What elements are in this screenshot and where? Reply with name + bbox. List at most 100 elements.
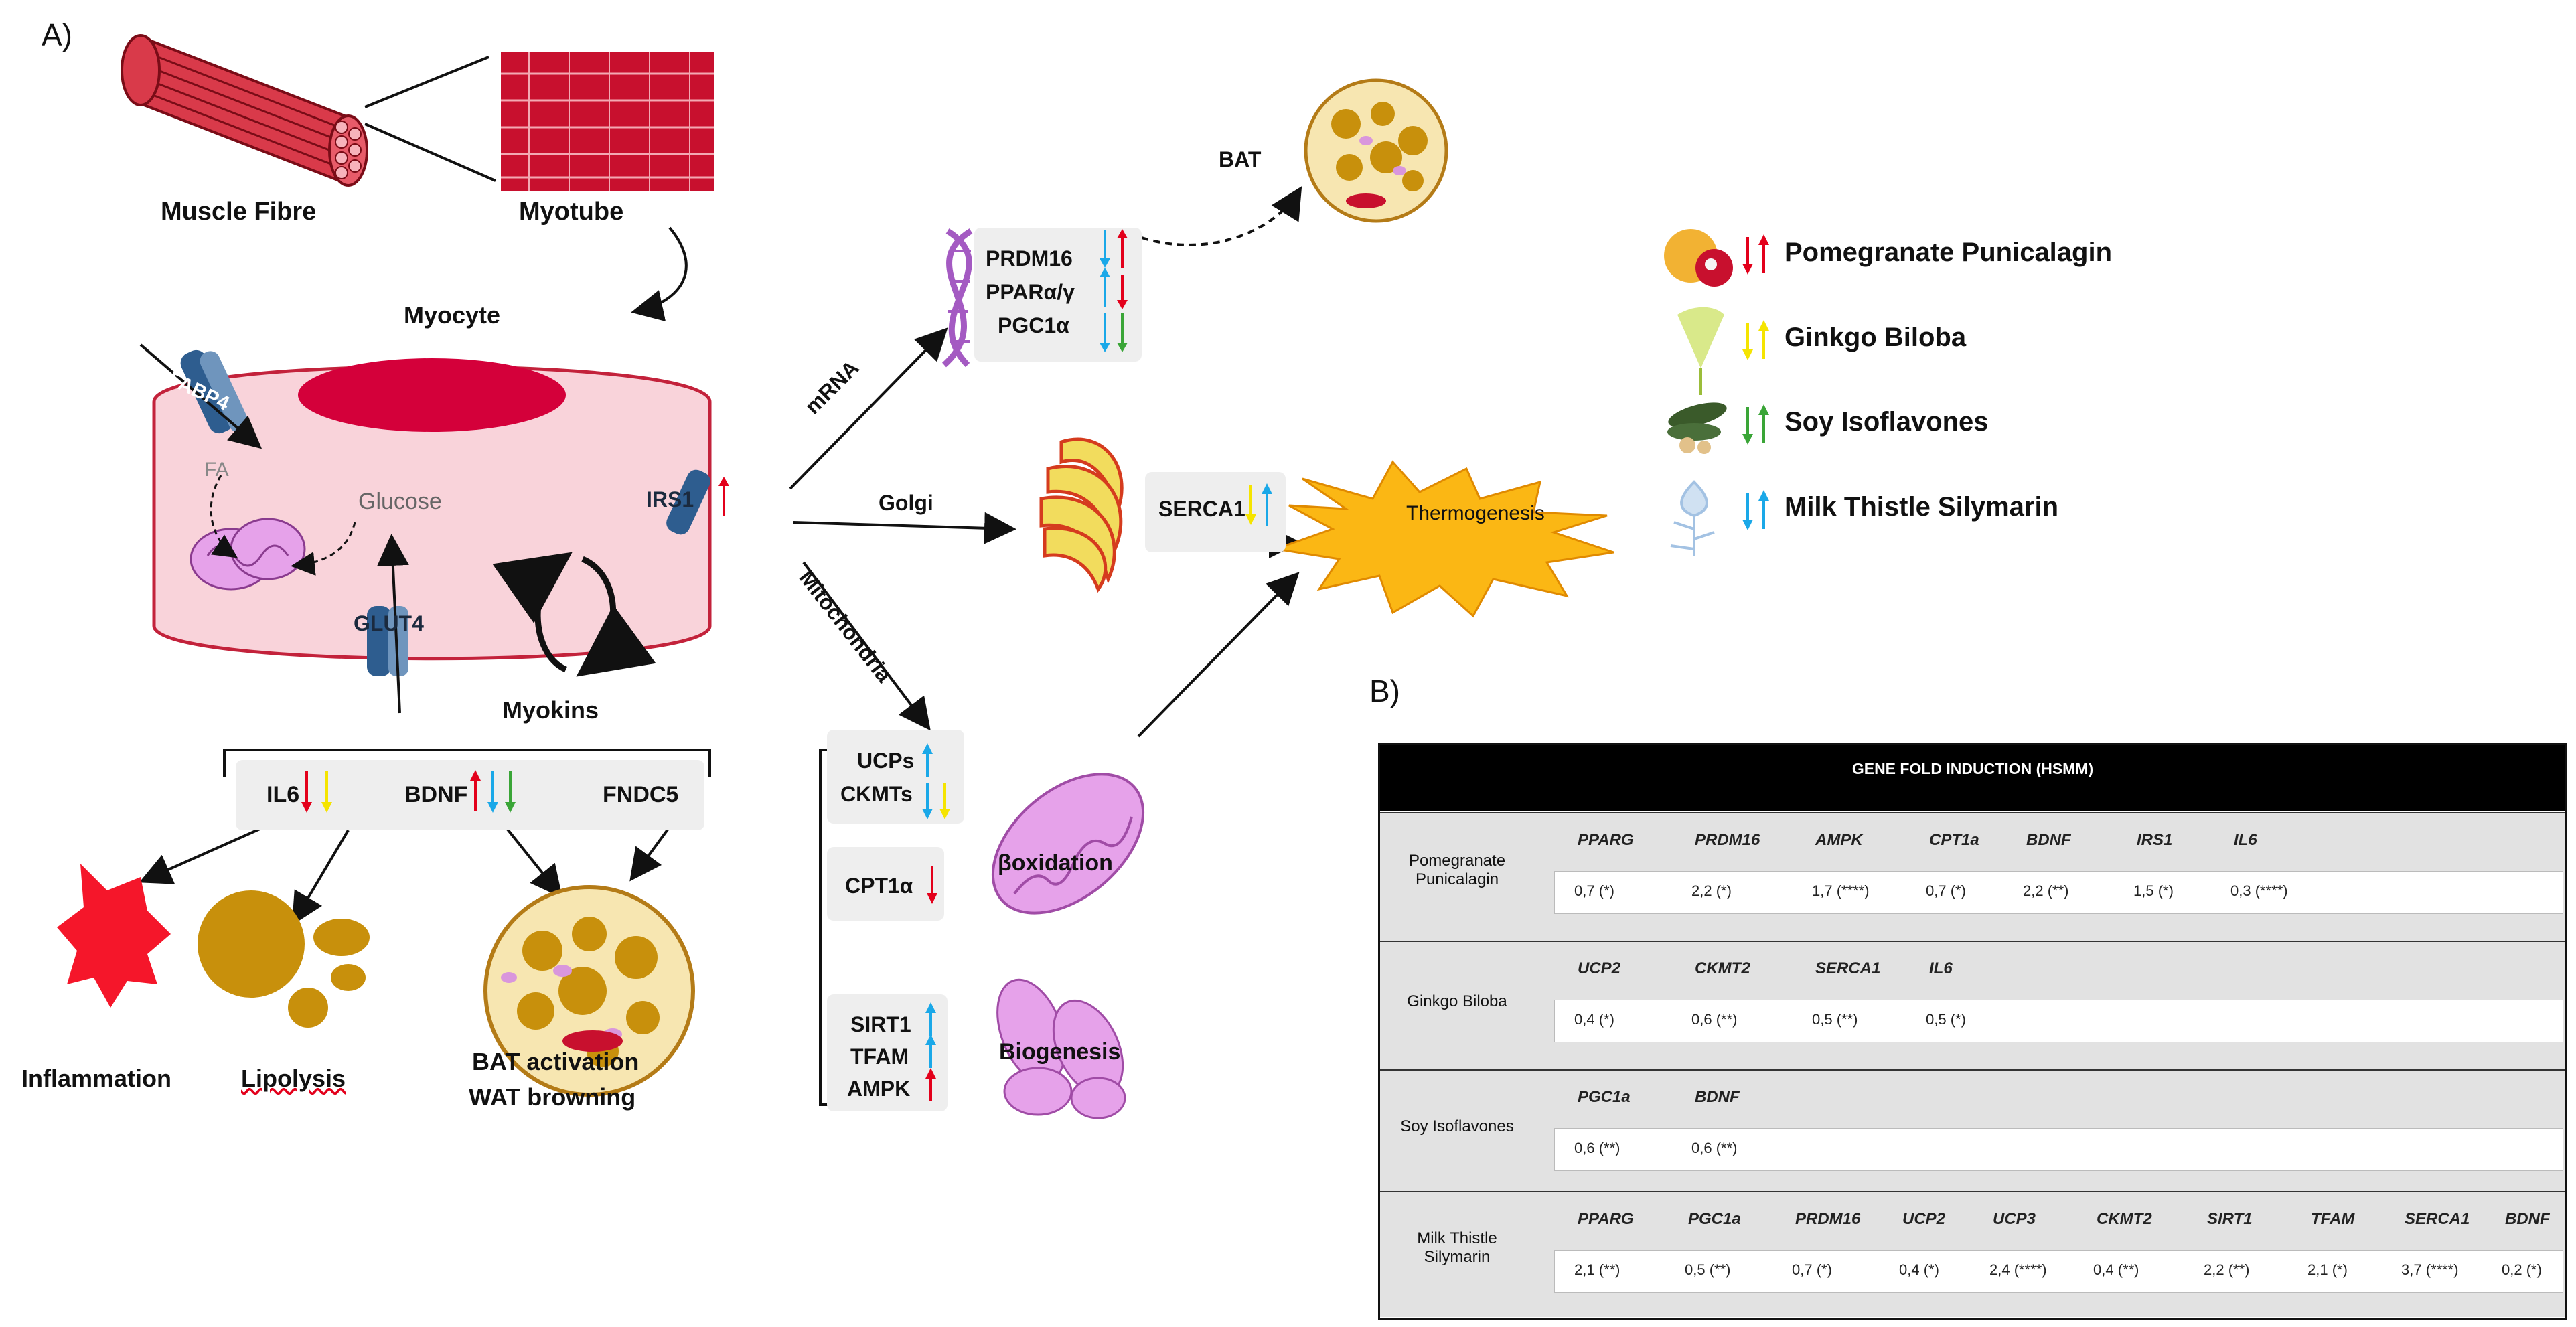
gene-label: BDNF [1695,1088,1740,1106]
fold-value: 2,1 (*) [2307,1261,2348,1278]
myokins-label: Myokins [502,696,599,724]
cpt1a-label: CPT1α [845,874,913,898]
ckmts-label: CKMTs [840,782,913,806]
extract-name-line: Ginkgo Biloba [1407,992,1507,1010]
irs1-label: IRS1 [646,487,694,512]
panel-a-label: A) [42,17,72,52]
serca1-label: SERCA1 [1158,497,1245,521]
fold-value: 0,5 (**) [1685,1261,1731,1278]
inflammation-label: Inflammation [21,1065,172,1092]
extract-name-line: Pomegranate [1408,852,1506,870]
sirt-tfam-ampk-box [827,994,948,1111]
fold-value: 0,3 (****) [2230,882,2288,899]
sirt1-label: SIRT1 [850,1012,911,1036]
boxidation-label: βoxidation [998,850,1113,876]
mrna-gene-arrows [1100,229,1128,352]
table-title: GENE FOLD INDUCTION (HSMM) [1380,745,2565,811]
cpt1a-box [827,847,944,921]
gene-label: PRDM16 [1795,1210,1861,1228]
fold-value: 0,7 (*) [1574,882,1614,899]
biogenesis-icon [996,978,1126,1119]
bat-label: BAT [1219,147,1262,171]
milk-thistle-icon [1670,480,1715,556]
ucp-ckmt-box [827,730,964,824]
mitochondria-cluster [190,518,306,591]
gene-label: PRDM16 [1695,831,1760,849]
fndc5-label: FNDC5 [603,782,679,807]
fold-value: 1,5 (*) [2133,882,2174,899]
legend-milk-thistle: Milk Thistle Silymarin [1785,492,2059,522]
muscle-fibre-illustration [121,34,368,187]
fold-value: 0,7 (*) [1926,882,1966,899]
value-row [1554,1000,2563,1042]
ampk-label: AMPK [847,1077,911,1101]
extract-name-line: Soy Isoflavones [1400,1117,1514,1136]
lipolysis-label: Lipolysis [241,1065,346,1092]
inflammation-icon [57,864,171,1008]
gene-label: UCP2 [1578,959,1621,978]
muscle-fibre-label: Muscle Fibre [161,198,317,226]
gene-label: PGC1a [1578,1088,1631,1106]
serca1-box [1145,472,1286,552]
gene-label: SERCA1 [2405,1210,2470,1228]
panel-b-label: B) [1369,674,1400,708]
value-row [1554,1128,2563,1171]
thermogenesis-burst [1275,460,1614,618]
biogenesis-label: Biogenesis [999,1039,1121,1065]
soy-icon [1667,402,1727,454]
pomegranate-icon [1664,229,1733,287]
golgi-icon [1039,437,1124,593]
extract-name: Soy Isoflavones [1380,1117,1534,1136]
gene-label: CPT1a [1929,831,1979,849]
irs1-arrow-up-pomegranate [718,477,729,516]
gene-label: UCP2 [1902,1210,1946,1228]
fold-value: 0,5 (**) [1812,1011,1858,1028]
transporter-irs1 [666,469,710,535]
fold-value: 2,2 (*) [1691,882,1732,899]
mitochondrion-icon [991,773,1145,915]
serca1-arrows [1245,483,1272,526]
myocyte-label: Myocyte [404,301,501,329]
gene-label: CKMT2 [1695,959,1750,978]
ucps-label: UCPs [857,749,915,773]
thermogenesis-label: Thermogenesis [1406,502,1545,524]
fold-value: 2,2 (**) [2204,1261,2250,1278]
extract-name-line: Silymarin [1424,1248,1491,1266]
tfam-label: TFAM [850,1044,909,1069]
glut4-label: GLUT4 [354,611,424,635]
legend-ginkgo: Ginkgo Biloba [1785,323,1967,352]
legend-soy: Soy Isoflavones [1785,407,1989,437]
gene-label: SIRT1 [2207,1210,2253,1228]
gene-label: BDNF [2505,1210,2550,1228]
gene-label: BDNF [2026,831,2071,849]
fold-value: 0,7 (*) [1792,1261,1832,1278]
gene-label: IRS1 [2137,831,2173,849]
il6-label: IL6 [267,782,300,807]
extract-name-line: Punicalagin [1415,870,1499,888]
fold-value: 0,6 (**) [1574,1140,1620,1156]
fold-value: 0,4 (*) [1574,1011,1614,1028]
golgi-label: Golgi [879,491,933,515]
prdm16-label: PRDM16 [986,246,1073,270]
lipolysis-icon [198,890,370,1028]
bat-cell-bottom [483,885,695,1097]
extract-name: Ginkgo Biloba [1380,992,1534,1011]
cpt1a-arrow [927,866,937,904]
myokine-box [236,760,704,830]
bat-cell-top [1304,78,1448,223]
bdnf-label: BDNF [404,782,468,807]
fold-value: 0,5 (*) [1926,1011,1966,1028]
gene-label: PPARG [1578,1210,1634,1228]
fold-value: 2,1 (**) [1574,1261,1620,1278]
gene-label: SERCA1 [1815,959,1881,978]
gene-label: PPARG [1578,831,1634,849]
legend-pomegranate: Pomegranate Punicalagin [1785,238,2113,267]
ucp-ckmt-arrows [922,743,950,819]
gene-label: IL6 [2234,831,2257,849]
fold-value: 1,7 (****) [1812,882,1870,899]
